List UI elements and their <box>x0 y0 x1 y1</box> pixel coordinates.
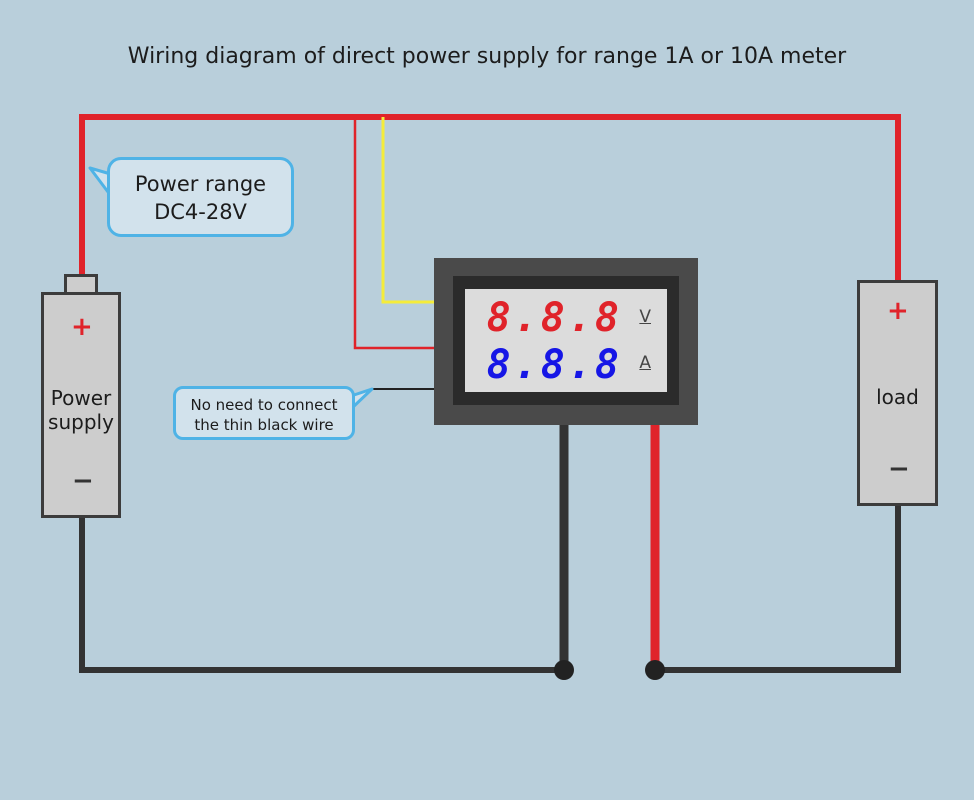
junction-red-dot <box>645 660 665 680</box>
black-wire-line2: the thin black wire <box>194 416 334 434</box>
current-display: 8.8.8 <box>486 342 622 388</box>
load-label: load <box>876 385 919 409</box>
power-range-note: Power range DC4-28V <box>107 157 294 237</box>
negative-load-wire <box>655 505 901 673</box>
power-supply-label: Power supply <box>41 386 121 434</box>
load-plus: + <box>887 296 909 326</box>
meter-screen: 8.8.8 V 8.8.8 A <box>465 289 667 392</box>
black-wire-line1: No need to connect <box>190 396 338 414</box>
voltage-display: 8.8.8 <box>486 295 622 341</box>
positive-main-wire <box>79 114 901 282</box>
power-range-line2: DC4-28V <box>154 200 247 224</box>
power-supply-label-line2: supply <box>48 410 114 434</box>
power-range-line1: Power range <box>134 172 267 196</box>
junction-black-dot <box>554 660 574 680</box>
meter-red-wire <box>353 117 436 350</box>
voltage-unit: V <box>639 307 651 327</box>
black-wire-note: No need to connect the thin black wire <box>173 386 355 440</box>
negative-supply-wire <box>79 516 564 673</box>
volt-amp-meter: 8.8.8 V 8.8.8 A <box>434 258 698 425</box>
power-supply-label-line1: Power <box>50 386 112 410</box>
current-unit: A <box>639 353 651 373</box>
power-supply-minus: − <box>72 466 94 496</box>
power-supply-battery <box>41 292 121 518</box>
battery-terminal-cap <box>64 274 98 294</box>
meter-bezel: 8.8.8 V 8.8.8 A <box>453 276 679 405</box>
load-box <box>857 280 938 506</box>
load-minus: − <box>888 454 910 484</box>
meter-yellow-wire <box>381 117 436 304</box>
power-supply-plus: + <box>71 312 93 342</box>
diagram-title: Wiring diagram of direct power supply fo… <box>127 44 847 69</box>
